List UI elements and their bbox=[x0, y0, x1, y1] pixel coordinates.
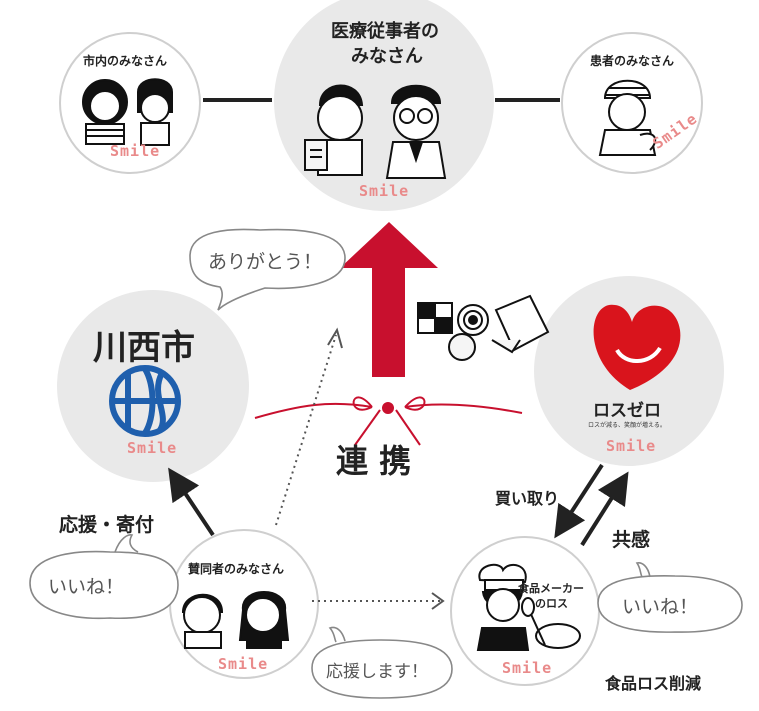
medical-label-line2: みなさん bbox=[351, 46, 423, 67]
medical-label-line1: 医療従事者の bbox=[331, 21, 439, 42]
purchase-arrow bbox=[554, 463, 604, 539]
bubble-like-left-text: いいね！ bbox=[48, 576, 125, 598]
lossezero-brand: ロスゼロ bbox=[593, 401, 661, 421]
bubble-thanks bbox=[189, 228, 346, 311]
cheer-donate-label: 応援・寄付 bbox=[59, 514, 155, 536]
supporters-label: 賛同者のみなさん bbox=[188, 562, 285, 576]
citizens-smile: Smile bbox=[110, 142, 161, 160]
cheer-arrow bbox=[168, 467, 215, 537]
foodmaker-label-line2: のロス bbox=[535, 597, 568, 610]
dotted-arrow-up bbox=[275, 334, 337, 526]
medical-staff-illustration bbox=[304, 84, 447, 179]
purchase-label: 買い取り bbox=[495, 489, 560, 508]
empathy-label: 共感 bbox=[612, 529, 651, 551]
medical-smile: Smile bbox=[359, 182, 410, 200]
empathy-arrow bbox=[580, 471, 629, 547]
citizens-illustration bbox=[82, 78, 173, 146]
foodmaker-smile: Smile bbox=[502, 659, 553, 677]
lossezero-smile: Smile bbox=[606, 437, 657, 455]
bubble-support bbox=[311, 626, 453, 699]
bubble-like-right bbox=[597, 562, 743, 633]
patients-label: 患者のみなさん bbox=[590, 54, 675, 68]
city-smile: Smile bbox=[127, 439, 178, 457]
lossezero-tagline: ロスが減る、笑顔が増える。 bbox=[588, 422, 666, 429]
bubble-like-left bbox=[29, 534, 179, 620]
foodmaker-label-line1: 食品メーカー bbox=[518, 582, 584, 595]
city-name: 川西市 bbox=[93, 328, 195, 368]
ribbon bbox=[254, 396, 523, 446]
bubble-support-text: 応援します！ bbox=[326, 662, 428, 682]
collaboration-arrow bbox=[340, 222, 438, 377]
bubble-like-right-text: いいね！ bbox=[622, 596, 699, 618]
sweets-illustration bbox=[417, 294, 550, 361]
foodmaker-illustration bbox=[476, 563, 581, 651]
collaboration-label: 連 携 bbox=[336, 442, 412, 480]
city-logo bbox=[109, 365, 181, 437]
bubble-thanks-text: ありがとう！ bbox=[208, 251, 323, 273]
supporters-smile: Smile bbox=[218, 655, 269, 673]
citizens-label: 市内のみなさん bbox=[83, 54, 168, 68]
lossezero-heart bbox=[593, 304, 681, 390]
food-loss-label: 食品ロス削減 bbox=[605, 674, 702, 693]
supporters-illustration bbox=[181, 591, 290, 649]
patient-illustration bbox=[598, 79, 657, 156]
